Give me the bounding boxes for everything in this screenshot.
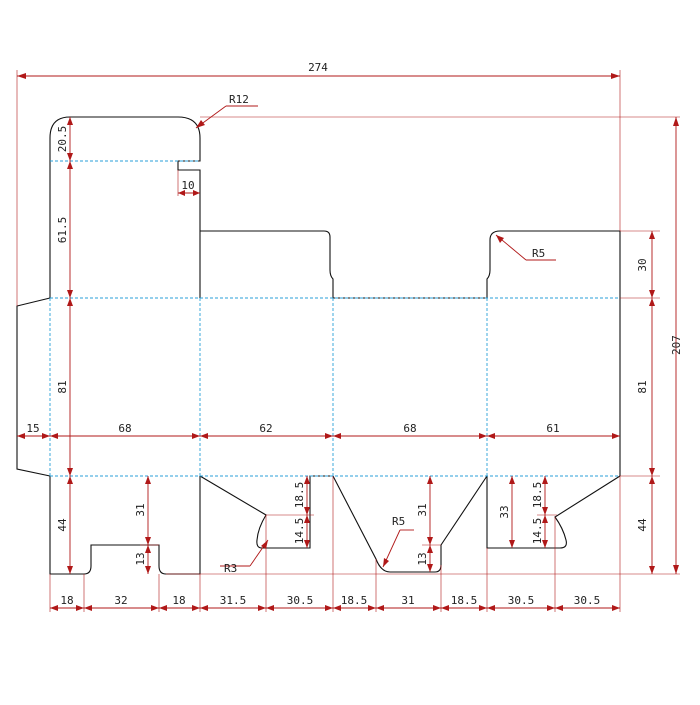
radius-lock-label: R5 [392,515,405,528]
right-depth-label: 33 [498,505,511,518]
dimension-lines [17,73,679,611]
body-height-label: 81 [56,380,69,393]
top-flap-height-label: 61.5 [56,217,69,244]
extension-lines [16,70,680,612]
radius-small-label: R3 [224,562,237,575]
panel-3-label: 68 [403,422,416,435]
top-flap-tab-label: 20.5 [56,126,69,153]
right-inner-label: 14.5 [531,518,544,545]
bottom-lock-flap-3 [332,475,488,573]
panel-2-label: 62 [259,422,272,435]
dust-outer-label: 18.5 [293,482,306,509]
top-dust-flap-outline [200,230,334,298]
top-right-flap-outline [486,230,621,476]
lock-notch-label: 13 [134,552,147,565]
overall-width-label: 274 [308,61,328,74]
bottom-dim-32: 32 [114,594,127,607]
overall-height-label: 207 [670,335,683,355]
glue-flap-outline [16,297,51,477]
panel-4-label: 61 [546,422,559,435]
radius-tuck-label: R5 [532,247,545,260]
bottom-depth-left-label: 44 [56,518,69,532]
bottom-dust-flap-2 [199,475,333,549]
lock-depth-label: 31 [134,503,147,516]
bottom-dim-18b: 18 [172,594,185,607]
cut-lines [16,116,621,575]
right-outer-label: 18.5 [531,482,544,509]
bottom-depth-right-label: 44 [636,518,649,532]
glue-flap-label: 15 [26,422,39,435]
bottom-dim-18-5b: 18.5 [451,594,478,607]
right-body-label: 81 [636,380,649,393]
bottom-dim-30-5c: 30.5 [574,594,601,607]
bottom-dim-18a: 18 [60,594,73,607]
bottom-dim-31: 31 [401,594,414,607]
fold-lines [49,160,620,477]
radius-top-label: R12 [229,93,249,106]
panel-1-label: 68 [118,422,131,435]
center-notch-label: 13 [416,552,429,565]
dust-inner-label: 14.5 [293,518,306,545]
dimension-labels: 274 207 R12 20.5 61.5 10 81 44 15 68 62 … [26,61,683,607]
bottom-dim-18-5a: 18.5 [341,594,368,607]
bottom-dim-30-5a: 30.5 [287,594,314,607]
bottom-lock-flap-1 [49,476,201,575]
bottom-dim-31-5: 31.5 [220,594,247,607]
top-tuck-flap-outline [49,116,201,298]
bottom-dust-flap-4 [486,475,621,549]
right-flap-label: 30 [636,258,649,271]
center-depth-label: 31 [416,503,429,516]
slot-label: 10 [181,179,194,192]
bottom-dim-30-5b: 30.5 [508,594,535,607]
